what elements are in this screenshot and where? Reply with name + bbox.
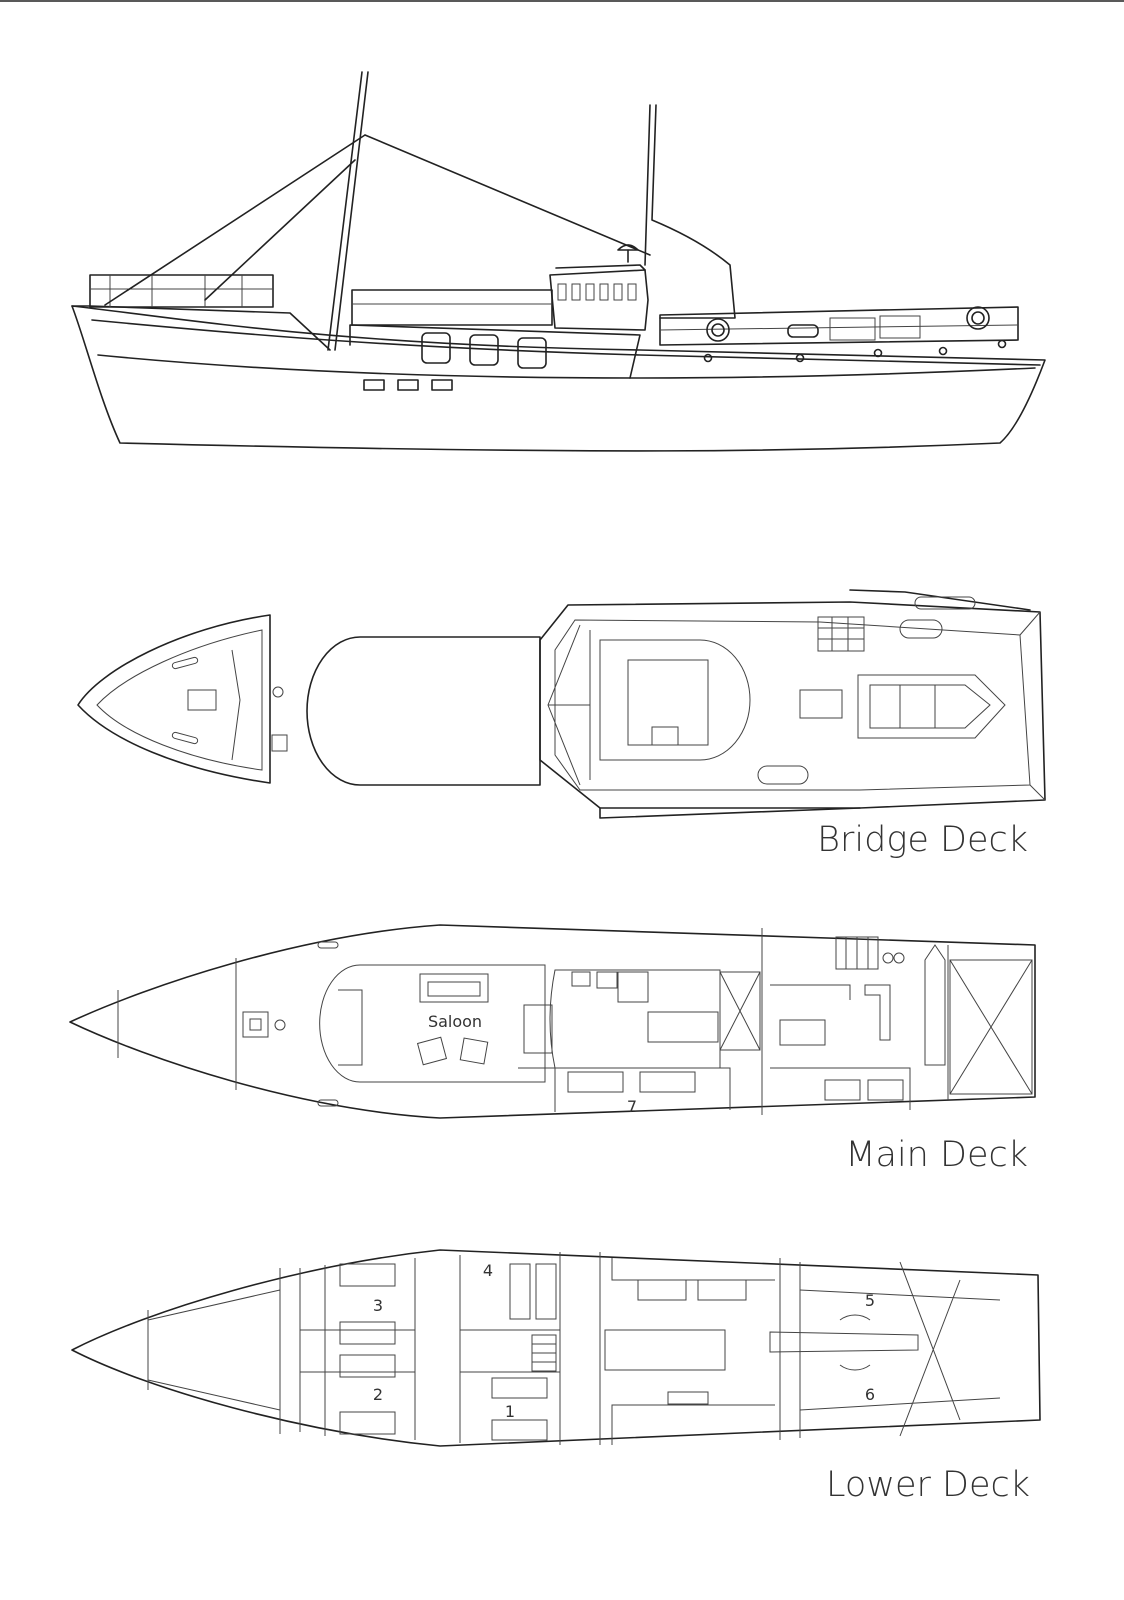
bridge-outline xyxy=(539,601,1046,809)
bow-deck xyxy=(71,305,331,351)
bow-platform xyxy=(77,614,271,784)
rigging xyxy=(104,134,651,306)
funnel-mast xyxy=(644,104,736,319)
wheelhouse xyxy=(549,244,649,331)
main-deck-label: Main Deck xyxy=(845,1135,1028,1175)
bridge-deck-plan: Bridge Deck xyxy=(77,589,1046,860)
cabin-1-label: 1 xyxy=(505,1402,515,1421)
cabin-4-label: 4 xyxy=(483,1261,493,1280)
deckhouse xyxy=(349,289,641,391)
sundeck xyxy=(306,636,541,786)
cabin-6-label: 6 xyxy=(865,1385,875,1404)
cabin-5-label: 5 xyxy=(865,1291,875,1310)
aft-superstructure xyxy=(659,306,1019,363)
bow-railing xyxy=(89,274,274,308)
fore-mast xyxy=(334,71,369,351)
lower-deck-hull xyxy=(71,1249,1041,1447)
stairs xyxy=(817,616,865,652)
saloon-label: Saloon xyxy=(428,1012,482,1031)
cabin-2-label: 2 xyxy=(373,1385,383,1404)
lower-deck-label: Lower Deck xyxy=(826,1465,1030,1505)
main-deck-hull xyxy=(69,924,1036,1119)
lower-deck-plan: 3 2 4 1 5 6 Lower Deck xyxy=(71,1249,1041,1505)
sheer-line xyxy=(91,319,1041,366)
cabin-7-label: 7 xyxy=(627,1097,637,1116)
side-profile xyxy=(71,71,1046,452)
bridge-deck-label: Bridge Deck xyxy=(817,820,1028,860)
main-deck-plan: Saloon 7 Main Deck xyxy=(69,924,1036,1175)
cabin-3-label: 3 xyxy=(373,1296,383,1315)
waterline-stripe xyxy=(97,354,1036,379)
